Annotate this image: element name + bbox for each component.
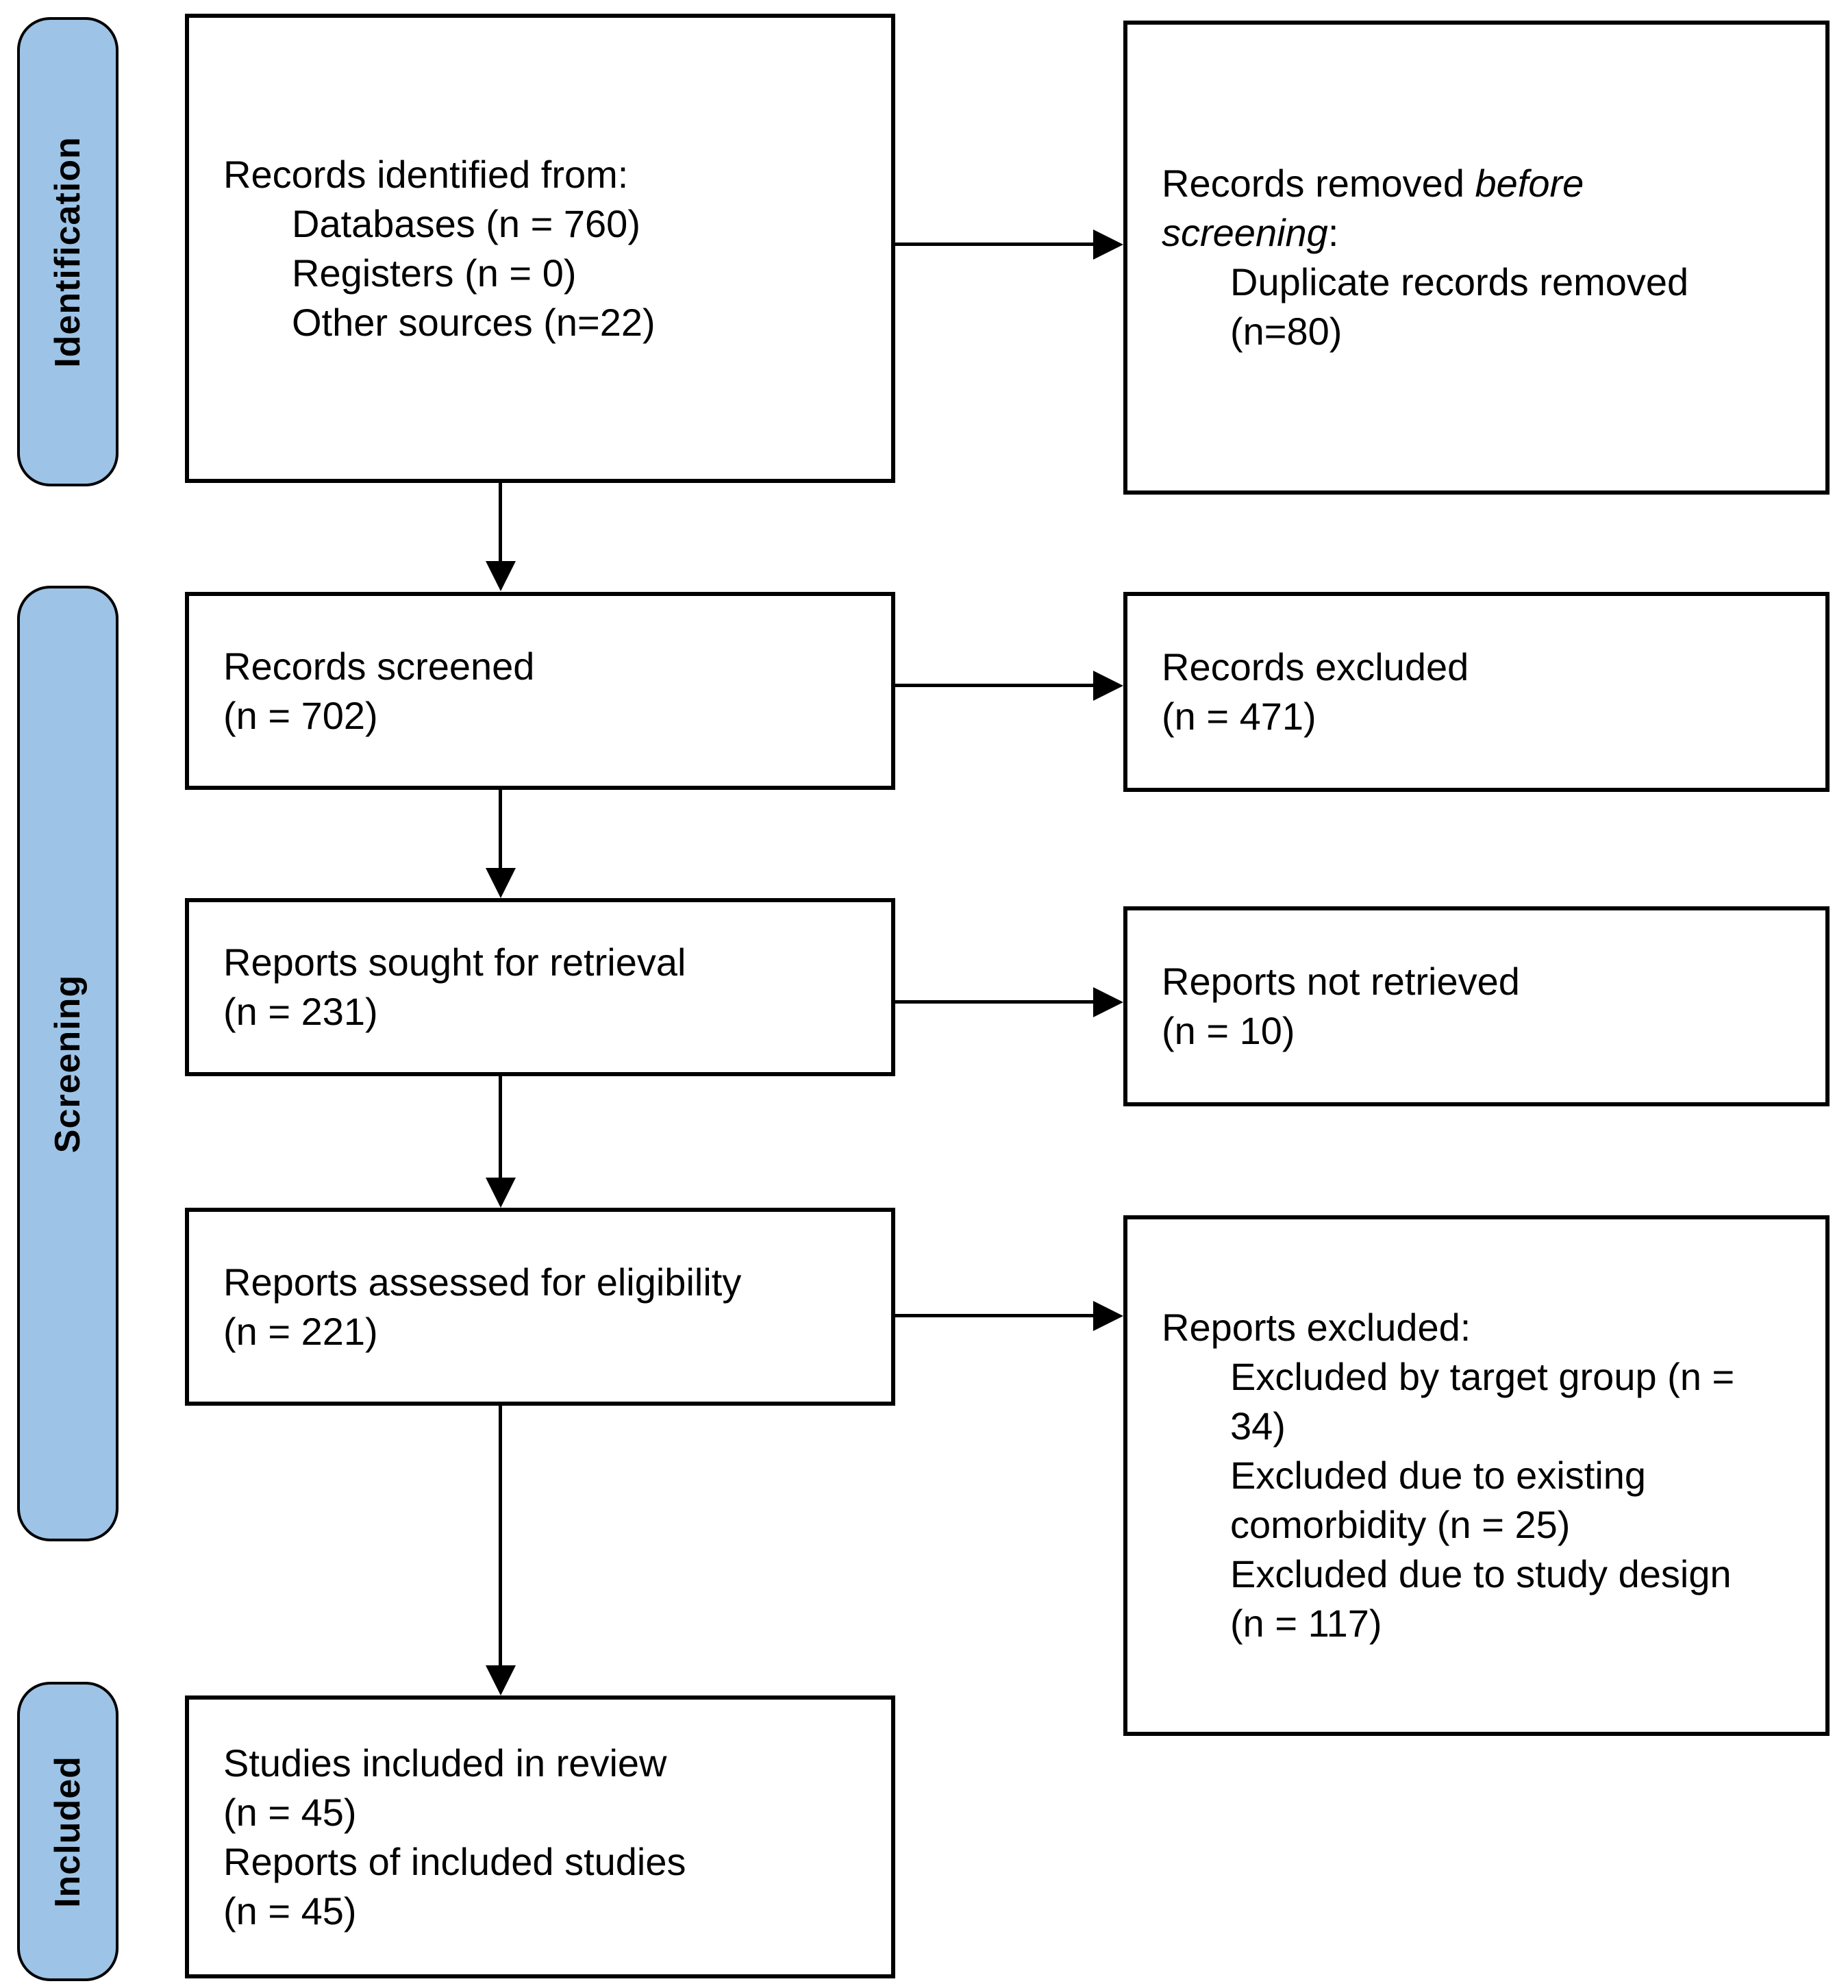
records-removed-regular-text: :	[1327, 211, 1339, 254]
reports-assessed-title: Reports assessed for eligibility	[223, 1260, 742, 1304]
arrow-assessed-to-included-line	[499, 1406, 502, 1667]
reports-excluded-item: comorbidity (n = 25)	[1230, 1503, 1571, 1546]
reports-included-title: Reports of included studies	[223, 1839, 686, 1883]
stage-label-identification: Identification	[48, 136, 88, 368]
box-records-removed: Records removed before screening: Duplic…	[1123, 21, 1830, 495]
arrow-sought-to-not-retrieved-line	[895, 1000, 1096, 1004]
stage-label-included: Included	[48, 1755, 88, 1908]
records-screened-title: Records screened	[223, 644, 535, 688]
box-records-identified: Records identified from: Databases (n = …	[185, 14, 895, 483]
box-reports-sought: Reports sought for retrieval (n = 231)	[185, 898, 895, 1076]
reports-excluded-item: Excluded due to study design	[1230, 1552, 1732, 1595]
records-screened-count: (n = 702)	[223, 693, 378, 737]
records-identified-item: Other sources (n=22)	[292, 300, 655, 344]
arrow-assessed-to-reports-excluded-line	[895, 1314, 1096, 1317]
records-removed-italic-text: before	[1475, 162, 1584, 205]
box-records-screened: Records screened (n = 702)	[185, 592, 895, 790]
arrow-identified-to-screened-arrowhead-icon	[486, 561, 516, 591]
reports-excluded-item: Excluded by target group (n =	[1230, 1355, 1735, 1398]
arrow-identified-to-removed-arrowhead-icon	[1093, 229, 1123, 260]
arrow-assessed-to-included-arrowhead-icon	[486, 1665, 516, 1695]
records-removed-regular-text: Records removed	[1162, 162, 1475, 205]
arrow-identified-to-screened-line	[499, 483, 502, 562]
stage-pill-identification: Identification	[17, 17, 118, 486]
reports-included-count: (n = 45)	[223, 1889, 357, 1933]
reports-excluded-item: Excluded due to existing	[1230, 1454, 1647, 1497]
reports-excluded-item: (n = 117)	[1230, 1602, 1382, 1645]
records-identified-title: Records identified from:	[223, 152, 629, 196]
records-removed-item: Duplicate records removed	[1230, 260, 1689, 303]
arrow-assessed-to-reports-excluded-arrowhead-icon	[1093, 1301, 1123, 1331]
reports-excluded-title: Reports excluded:	[1162, 1306, 1471, 1349]
arrow-screened-to-excluded-line	[895, 684, 1096, 687]
records-identified-item: Registers (n = 0)	[292, 251, 577, 295]
reports-not-retrieved-count: (n = 10)	[1162, 1009, 1295, 1052]
box-reports-not-retrieved: Reports not retrieved (n = 10)	[1123, 906, 1830, 1106]
stage-label-screening: Screening	[48, 974, 88, 1153]
records-removed-item: (n=80)	[1230, 310, 1343, 353]
records-removed-title-line1: Records removed before	[1162, 159, 1806, 208]
arrow-identified-to-removed-line	[895, 243, 1096, 246]
box-studies-included: Studies included in review (n = 45) Repo…	[185, 1695, 895, 1978]
studies-included-title: Studies included in review	[223, 1741, 667, 1785]
studies-included-count: (n = 45)	[223, 1790, 357, 1834]
reports-sought-count: (n = 231)	[223, 990, 378, 1033]
records-excluded-title: Records excluded	[1162, 645, 1469, 688]
box-records-excluded: Records excluded (n = 471)	[1123, 592, 1830, 792]
arrow-sought-to-not-retrieved-arrowhead-icon	[1093, 987, 1123, 1017]
arrow-screened-to-sought-line	[499, 790, 502, 869]
reports-excluded-item: 34)	[1230, 1404, 1286, 1447]
reports-assessed-count: (n = 221)	[223, 1309, 378, 1353]
reports-sought-title: Reports sought for retrieval	[223, 941, 686, 984]
stage-pill-included: Included	[17, 1682, 118, 1981]
reports-not-retrieved-title: Reports not retrieved	[1162, 960, 1520, 1003]
arrow-screened-to-sought-arrowhead-icon	[486, 868, 516, 898]
box-reports-assessed: Reports assessed for eligibility (n = 22…	[185, 1208, 895, 1406]
records-excluded-count: (n = 471)	[1162, 695, 1316, 738]
box-reports-excluded: Reports excluded: Excluded by target gro…	[1123, 1215, 1830, 1736]
records-identified-item: Databases (n = 760)	[292, 201, 640, 245]
records-removed-italic-text: screening	[1162, 211, 1328, 254]
arrow-screened-to-excluded-arrowhead-icon	[1093, 671, 1123, 701]
stage-pill-screening: Screening	[17, 586, 118, 1541]
arrow-sought-to-assessed-line	[499, 1076, 502, 1179]
records-removed-title-line2: screening:	[1162, 208, 1806, 258]
arrow-sought-to-assessed-arrowhead-icon	[486, 1178, 516, 1208]
